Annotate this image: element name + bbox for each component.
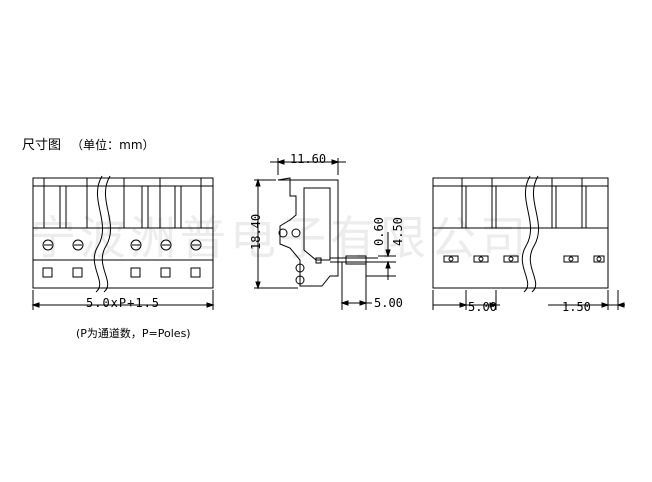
front-poles-note: (P为通道数，P=Poles): [76, 327, 191, 340]
front-hole-row: [42, 239, 202, 251]
rear-contact-row: [443, 255, 605, 263]
side-height-label: 18.40: [249, 213, 263, 250]
side-view: [254, 158, 396, 310]
side-small-dim-label: 0.60: [372, 217, 386, 246]
rear-pitch-label: 5.00: [468, 300, 497, 314]
unit-note: （单位：mm）: [71, 138, 155, 152]
front-width-formula: 5.0xP+1.5: [86, 296, 161, 310]
side-dim-label: 4.50: [391, 217, 405, 246]
drawing-title: 尺寸图 （单位：mm）: [22, 134, 155, 153]
side-top-width-label: 11.60: [290, 152, 327, 166]
title-text: 尺寸图: [22, 138, 62, 153]
rear-view: [432, 175, 625, 310]
watermark-text: 宁波洲普电子有限公司: [30, 211, 530, 265]
side-bottom-pitch-label: 5.00: [374, 296, 403, 310]
front-square-row: [42, 267, 201, 278]
rear-edge-label: 1.50: [562, 300, 591, 314]
front-view: [31, 175, 215, 310]
